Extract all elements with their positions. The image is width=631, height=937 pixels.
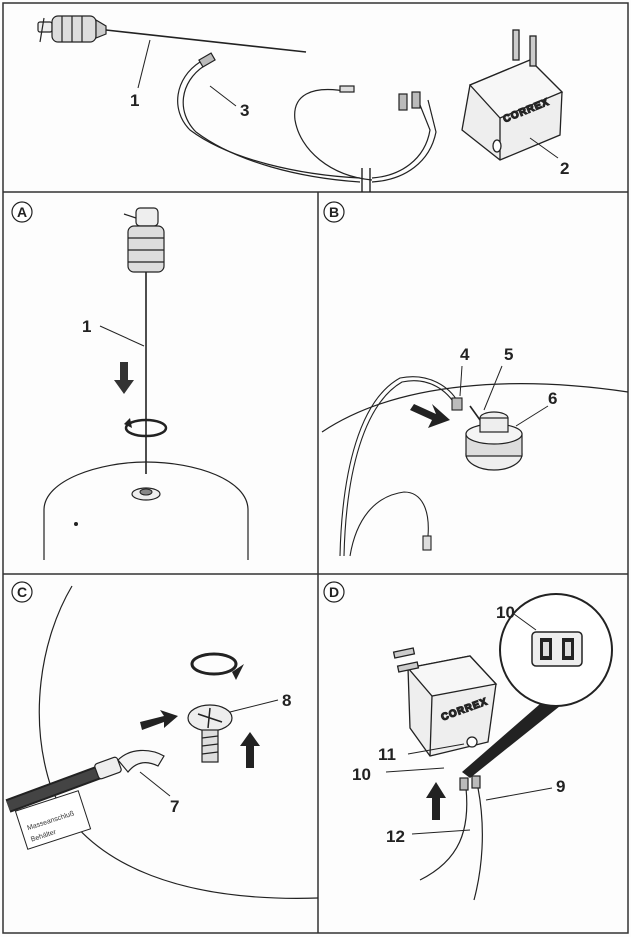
- panel-b-letter: B: [329, 204, 339, 220]
- panel-d-letter: D: [329, 584, 339, 600]
- panel-a: A 1: [11, 201, 249, 560]
- panel-c-screw: [187, 704, 233, 763]
- callout-1: 1: [130, 91, 139, 110]
- overview-section: 1 3 CORREX 2: [37, 15, 569, 192]
- panel-c-arrow-up: [240, 732, 260, 768]
- callout-d10-bottom: 10: [352, 765, 371, 784]
- panel-b-arrow: [410, 404, 450, 428]
- panel-b: B 4 5 6: [321, 201, 629, 557]
- panel-a-rotate-arrow: [124, 418, 168, 438]
- panel-b-probe-head: [465, 405, 523, 471]
- panel-d: D 10 CORREX 11 10: [323, 581, 613, 901]
- callout-3: 3: [240, 101, 249, 120]
- callout-d10-top: 10: [496, 603, 515, 622]
- probe-head: [37, 15, 107, 43]
- leader-1: [137, 39, 151, 89]
- cable: [177, 52, 437, 192]
- panel-d-detail-pointer: [462, 704, 560, 778]
- panel-b-tank-edge: [321, 383, 629, 433]
- power-adapter: CORREX: [461, 29, 564, 161]
- panel-a-tank: [43, 461, 249, 560]
- panel-c-arrow-left: [140, 710, 178, 730]
- leader-a1: [99, 325, 145, 347]
- probe-rod: [105, 29, 307, 53]
- panel-d-wires: [419, 775, 483, 901]
- panel-c-cable: [5, 749, 165, 813]
- callout-d11: 11: [378, 745, 396, 764]
- panel-d-socket: [531, 631, 583, 667]
- callout-c8: 8: [282, 691, 291, 710]
- callout-b4: 4: [460, 345, 470, 364]
- leader-3: [209, 85, 237, 107]
- callout-d9: 9: [556, 777, 565, 796]
- panel-c-tank-edge: [38, 585, 319, 899]
- panel-a-probe: [123, 207, 165, 273]
- panel-c-tag: Masseanschluß Behälter: [14, 790, 92, 850]
- panel-c: C 8 7 Masseanschlu: [5, 581, 319, 899]
- callout-b5: 5: [504, 345, 513, 364]
- panel-b-badge: [323, 201, 345, 223]
- callout-b6: 6: [548, 389, 557, 408]
- panel-b-cable: [339, 376, 463, 557]
- panel-d-adapter: CORREX: [392, 647, 498, 757]
- panel-d-badge: [323, 581, 345, 603]
- panel-a-letter: A: [17, 204, 27, 220]
- leader-2: [529, 137, 559, 159]
- callout-c7: 7: [170, 797, 179, 816]
- panel-a-badge: [11, 201, 33, 223]
- callout-a1: 1: [82, 317, 91, 336]
- panel-d-arrow-up: [426, 782, 446, 820]
- callout-d12: 12: [386, 827, 405, 846]
- panel-c-letter: C: [17, 584, 27, 600]
- panel-c-badge: [11, 581, 33, 603]
- panel-c-rotate-arrow: [190, 652, 238, 676]
- panel-a-down-arrow: [114, 362, 134, 394]
- callout-2: 2: [560, 159, 569, 178]
